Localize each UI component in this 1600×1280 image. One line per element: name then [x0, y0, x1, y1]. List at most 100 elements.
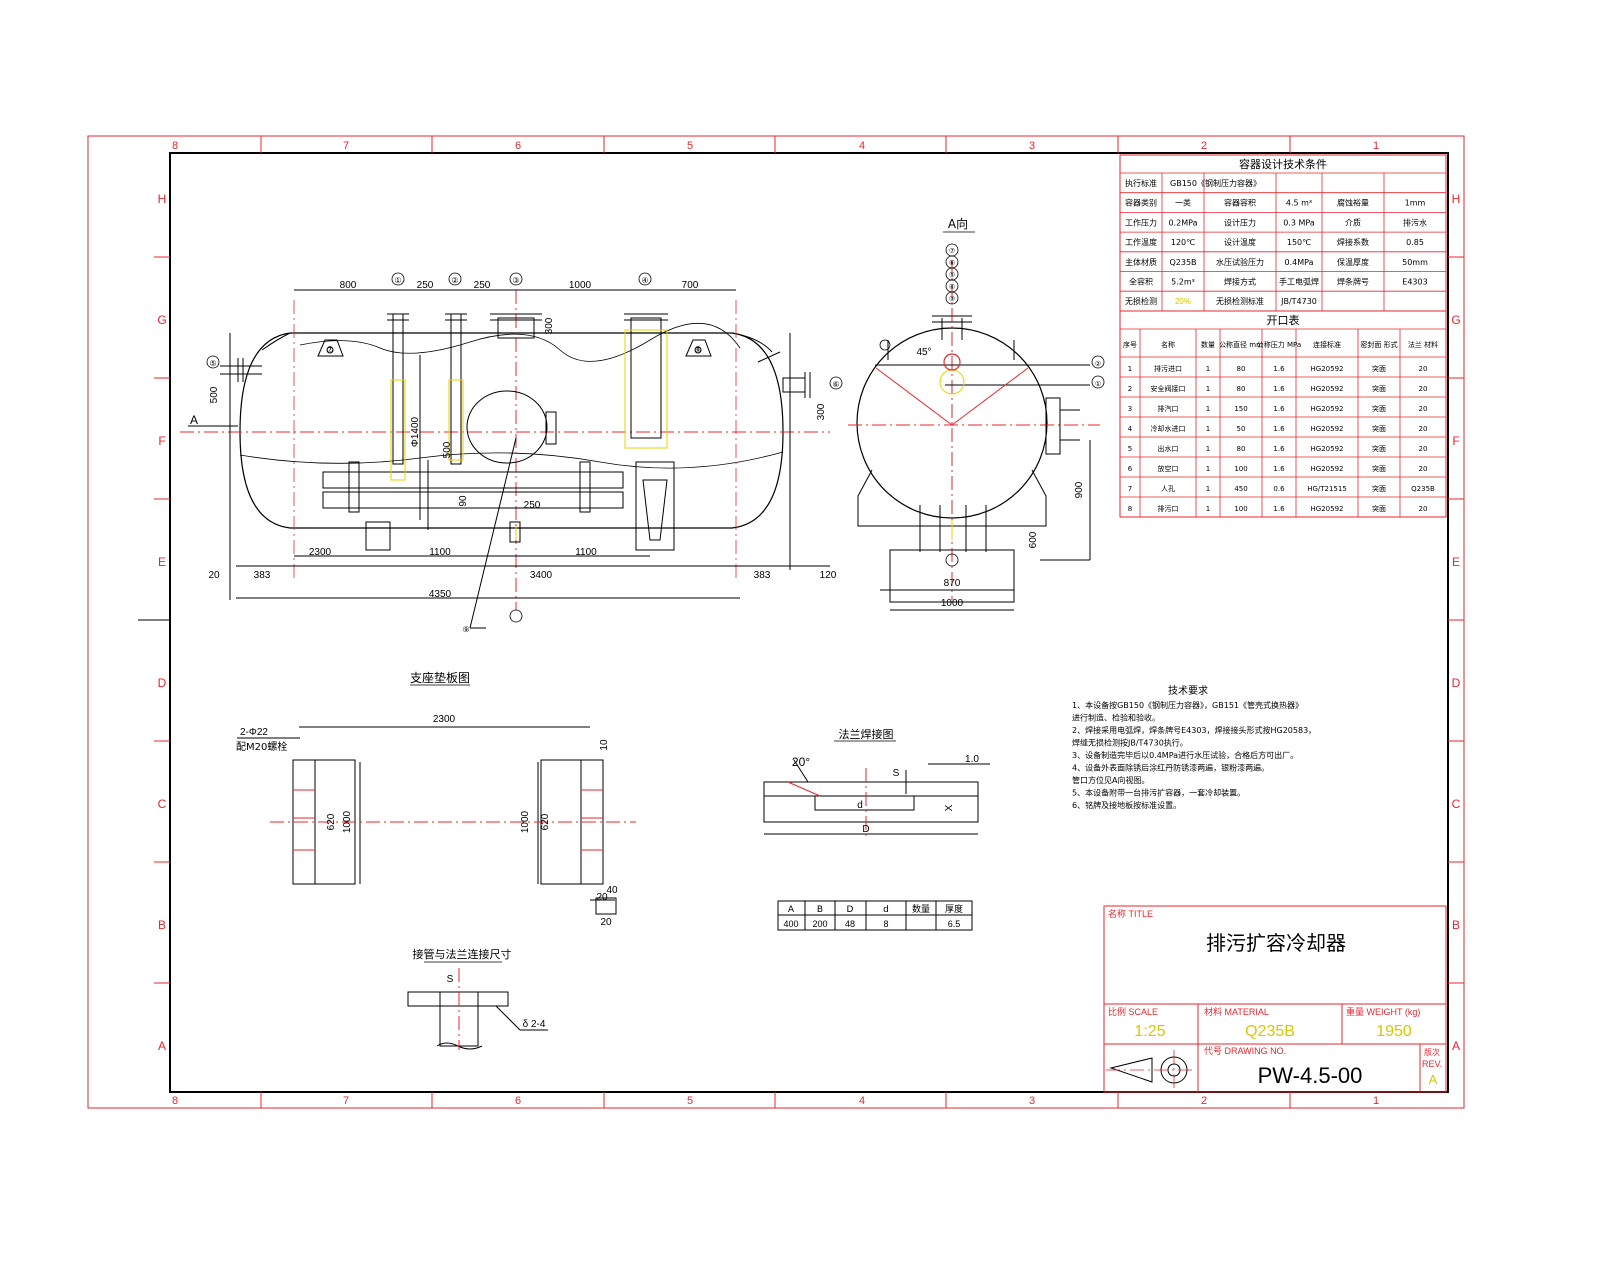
- nozzle-table-cell: 1: [1206, 505, 1210, 513]
- grid-column-label-top: 8: [172, 140, 178, 152]
- small-table-header: B: [817, 905, 823, 915]
- design-conditions-title: 容器设计技术条件: [1239, 157, 1327, 171]
- nozzle-table-cell: 突面: [1372, 424, 1386, 433]
- drawing-title: 排污扩容冷却器: [1206, 931, 1346, 955]
- design-conditions-cell: 工作温度: [1125, 237, 1157, 247]
- design-conditions-cell: 0.85: [1406, 238, 1424, 247]
- side-view-leader-number: ④: [949, 283, 955, 291]
- flange-detail-dimension: D: [862, 824, 869, 835]
- tech-requirements-line: 2、焊接采用电弧焊，焊条牌号E4303，焊接接头形式按HG20583，: [1072, 725, 1316, 735]
- nozzle-table-cell: 冷却水进口: [1151, 424, 1186, 433]
- nozzle-table-cell: 4: [1128, 425, 1133, 433]
- grid-row-label-right: D: [1452, 676, 1461, 690]
- nozzle-table-cell: 放空口: [1158, 464, 1179, 473]
- drawing-no-label: 代号 DRAWING NO.: [1204, 1046, 1286, 1056]
- side-view-leader-number: ③: [949, 295, 955, 303]
- side-view-dimension: 600: [1028, 531, 1039, 548]
- small-table-cell: 400: [783, 919, 798, 929]
- nozzle-table-cell: 6: [1128, 465, 1133, 473]
- design-conditions-cell: 0.3 MPa: [1283, 218, 1315, 227]
- support-plate-title: 支座垫板图: [410, 670, 470, 685]
- section-marker-a: A: [190, 413, 198, 427]
- design-conditions-cell: 一类: [1175, 198, 1191, 208]
- grid-row-label-left: H: [158, 192, 167, 206]
- title-block: 名称 TITLE 排污扩容冷却器 比例 SCALE 1:25 材料 MATERI…: [1103, 905, 1447, 1093]
- design-conditions-cell: 手工电弧焊: [1279, 277, 1319, 287]
- design-conditions-cell: 保温厚度: [1337, 257, 1369, 267]
- nozzle-table-cell: 20: [1419, 505, 1428, 513]
- nozzle-table-header: 公称压力 MPa: [1257, 340, 1301, 349]
- flange-detail-dimension: 1.0: [965, 754, 979, 765]
- grid-column-label-bottom: 3: [1029, 1095, 1035, 1107]
- leader-number: ⑧: [694, 345, 701, 354]
- nozzle-table-cell: 100: [1234, 505, 1247, 513]
- design-conditions-cell: 容器容积: [1224, 198, 1256, 208]
- side-view-leader-number: ①: [1095, 380, 1101, 388]
- nozzle-table-title: 开口表: [1267, 313, 1300, 327]
- nozzle-table-cell: 1.6: [1273, 445, 1285, 453]
- nozzle-table-header: 序号: [1123, 340, 1137, 349]
- projection-symbol-icon: [1106, 1050, 1194, 1090]
- tech-requirements-line: 6、铭牌及接地板按标准设置。: [1072, 800, 1181, 810]
- grid-column-label-bottom: 5: [687, 1095, 693, 1107]
- dimension-base: 1100: [429, 547, 451, 558]
- tech-requirements-line: 进行制造、检验和验收。: [1072, 713, 1160, 723]
- dimension-bottom: 383: [254, 570, 271, 581]
- nozzle-table-cell: 20: [1419, 405, 1428, 413]
- nozzle-table-cell: 50: [1237, 425, 1246, 433]
- nozzle-table-cell: 7: [1128, 485, 1132, 493]
- nozzle-table-cell: 1: [1206, 385, 1210, 393]
- dimension-label: 300: [816, 403, 827, 420]
- support-plate-view: [237, 684, 636, 915]
- nozzle-table-cell: 1: [1206, 425, 1210, 433]
- design-conditions-cell: 执行标准: [1125, 178, 1157, 188]
- nozzle-table-header: 连接标准: [1313, 340, 1341, 349]
- nozzle-table-cell: 1.6: [1273, 505, 1285, 513]
- drawing-no-value: PW-4.5-00: [1258, 1063, 1363, 1088]
- design-conditions-cell: 工作压力: [1125, 217, 1157, 227]
- support-plate-dimension: 20: [600, 917, 612, 928]
- scale-value: 1:25: [1134, 1023, 1165, 1040]
- small-table-header: 数量: [912, 903, 930, 915]
- nozzle-table-cell: 1.6: [1273, 465, 1285, 473]
- side-view-dimension: 900: [1074, 481, 1085, 498]
- nozzle-table-cell: 突面: [1372, 464, 1386, 473]
- small-dimension-table: [777, 900, 973, 931]
- dimension-top: 250: [474, 280, 491, 291]
- nozzle-table-cell: 8: [1128, 505, 1132, 513]
- nozzle-table: [1119, 310, 1447, 518]
- flange-detail-title: 法兰焊接图: [839, 727, 894, 741]
- nozzle-table-cell: 20: [1419, 445, 1428, 453]
- grid-column-label-top: 1: [1373, 140, 1379, 152]
- support-plate-dimension: 10: [599, 739, 610, 751]
- support-plate-note-1: 2-Φ22: [240, 727, 268, 738]
- tech-requirements-title: 技术要求: [1168, 684, 1208, 697]
- design-conditions-cell: 焊条牌号: [1337, 277, 1369, 287]
- grid-row-label-left: G: [157, 313, 166, 327]
- nozzle-table-cell: 1: [1128, 365, 1132, 373]
- design-conditions-cell: E4303: [1402, 278, 1427, 287]
- tech-requirements-line: 5、本设备附带一台排污扩容器，一套冷却装置。: [1072, 788, 1245, 798]
- leader-number: ③: [512, 276, 519, 285]
- grid-column-label-bottom: 2: [1201, 1095, 1207, 1107]
- nozzle-table-cell: 80: [1237, 445, 1246, 453]
- nozzle-detail-dimension: S: [447, 974, 454, 985]
- dimension-top: 250: [417, 280, 434, 291]
- nozzle-table-cell: 150: [1234, 405, 1247, 413]
- leader-number: ⑦: [326, 345, 333, 354]
- leader-number: ⑥: [832, 380, 839, 389]
- nozzle-table-cell: 1.6: [1273, 405, 1285, 413]
- side-view-a: [848, 231, 1105, 611]
- design-conditions-cell: 介质: [1345, 217, 1361, 227]
- dimension-label: 300: [544, 317, 555, 334]
- nozzle-table-cell: HG20592: [1311, 365, 1344, 373]
- dimension-bottom: 120: [820, 570, 837, 581]
- grid-column-label-bottom: 1: [1373, 1095, 1379, 1107]
- dimension-base: 2300: [309, 547, 332, 558]
- nozzle-table-cell: 80: [1237, 365, 1246, 373]
- design-conditions-cell: 150℃: [1287, 238, 1311, 247]
- grid-row-label-left: B: [158, 918, 166, 932]
